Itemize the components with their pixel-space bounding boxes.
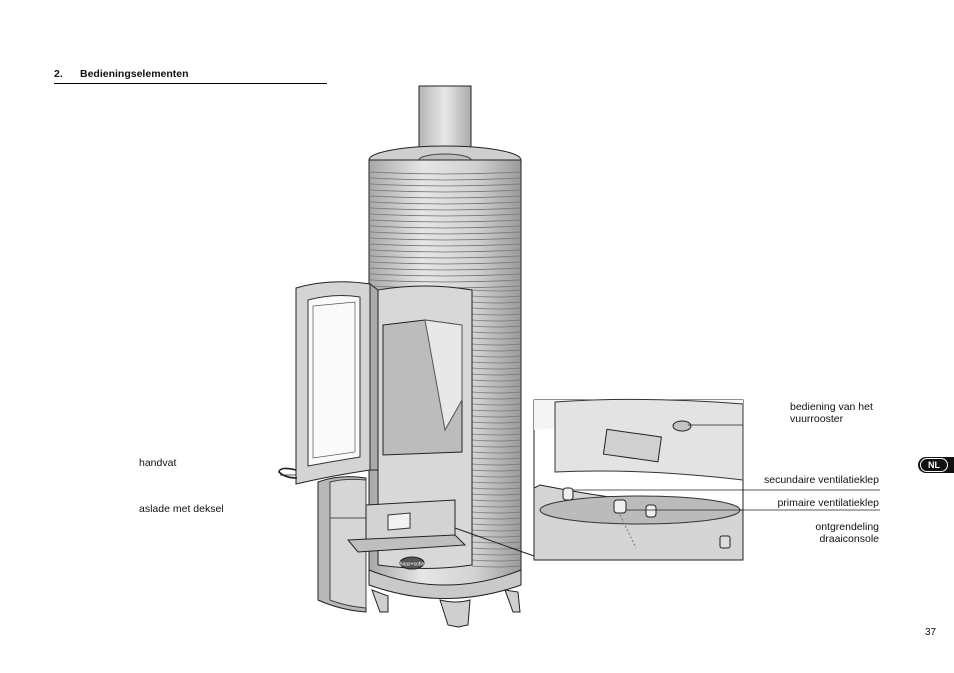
detail-inset [533, 398, 744, 561]
svg-text:haas+sohn: haas+sohn [400, 562, 425, 568]
label-handvat: handvat [139, 457, 177, 469]
body-rib [471, 385, 521, 388]
body-rib [369, 267, 521, 271]
body-rib [369, 273, 521, 277]
body-rib [369, 255, 521, 259]
body-rib [369, 177, 521, 181]
lower-open-panel [317, 476, 367, 613]
body-rib [471, 349, 521, 352]
body-rib [369, 225, 521, 229]
body-rib [369, 183, 521, 187]
body-rib [471, 493, 521, 496]
body-rib [471, 511, 521, 514]
body-rib [471, 439, 521, 442]
body-rib [471, 331, 521, 334]
section-heading: 2. Bedieningselementen [54, 67, 327, 84]
label-primaire: primaire ventilatieklep [777, 497, 879, 509]
body-rib [369, 261, 521, 265]
body-rib [471, 505, 521, 508]
ash-drawer [346, 499, 467, 553]
section-title: Bedieningselementen [80, 68, 189, 80]
body-rib [471, 295, 521, 298]
body-rib [369, 195, 521, 199]
body-rib [369, 213, 521, 217]
door-handle [278, 467, 298, 479]
body-rib [369, 231, 521, 235]
brand-logo [399, 556, 425, 570]
body-rib [471, 547, 521, 550]
body-rib [369, 189, 521, 193]
label-ontgrendeling-line1: ontgrendeling [815, 521, 879, 533]
stove-base [368, 569, 522, 628]
open-door [295, 281, 379, 485]
body-rib [471, 379, 521, 382]
body-rib [471, 475, 521, 478]
page-number: 37 [925, 627, 937, 638]
body-rib [471, 553, 521, 556]
label-aslade: aslade met deksel [139, 503, 224, 515]
language-badge: NL [918, 457, 954, 473]
body-rib [471, 457, 521, 460]
body-rib [471, 343, 521, 346]
body-rib [471, 499, 521, 502]
body-rib [471, 307, 521, 310]
body-rib [369, 243, 521, 247]
label-bediening-line2: vuurrooster [790, 413, 844, 425]
body-rib [471, 487, 521, 490]
body-rib [471, 373, 521, 376]
body-rib [471, 529, 521, 532]
body-rib [471, 361, 521, 364]
body-rib [471, 481, 521, 484]
label-ontgrendeling-line2: draaiconsole [819, 533, 879, 545]
body-rib [471, 415, 521, 418]
body-rib [471, 319, 521, 322]
body-rib [369, 279, 521, 283]
label-ontgrendeling: ontgrendeling draaiconsole [780, 521, 879, 545]
body-rib [471, 559, 521, 562]
label-secundaire: secundaire ventilatieklep [764, 474, 879, 486]
body-rib [369, 249, 521, 253]
body-rib [369, 201, 521, 205]
body-rib [471, 463, 521, 466]
body-rib [471, 403, 521, 406]
body-rib [471, 517, 521, 520]
body-rib [471, 433, 521, 436]
label-bediening: bediening van het vuurrooster [790, 401, 873, 425]
body-rib [471, 355, 521, 358]
body-rib [369, 207, 521, 211]
body-rib [471, 367, 521, 370]
body-rib [471, 451, 521, 454]
body-rib [369, 237, 521, 241]
body-rib [369, 171, 521, 175]
body-rib [471, 523, 521, 526]
body-rib [471, 565, 521, 568]
body-rib [471, 289, 521, 292]
body-rib [471, 409, 521, 412]
body-rib [471, 445, 521, 448]
body-rib [471, 301, 521, 304]
language-badge-text: NL [920, 458, 948, 472]
body-rib [471, 397, 521, 400]
body-rib [471, 535, 521, 538]
body-rib [471, 421, 521, 424]
label-bediening-line1: bediening van het [790, 401, 873, 413]
body-rib [471, 337, 521, 340]
body-rib [471, 391, 521, 394]
body-rib [369, 219, 521, 223]
body-rib [471, 325, 521, 328]
body-rib [471, 427, 521, 430]
body-rib [471, 313, 521, 316]
section-number: 2. [54, 68, 63, 80]
body-rib [471, 469, 521, 472]
